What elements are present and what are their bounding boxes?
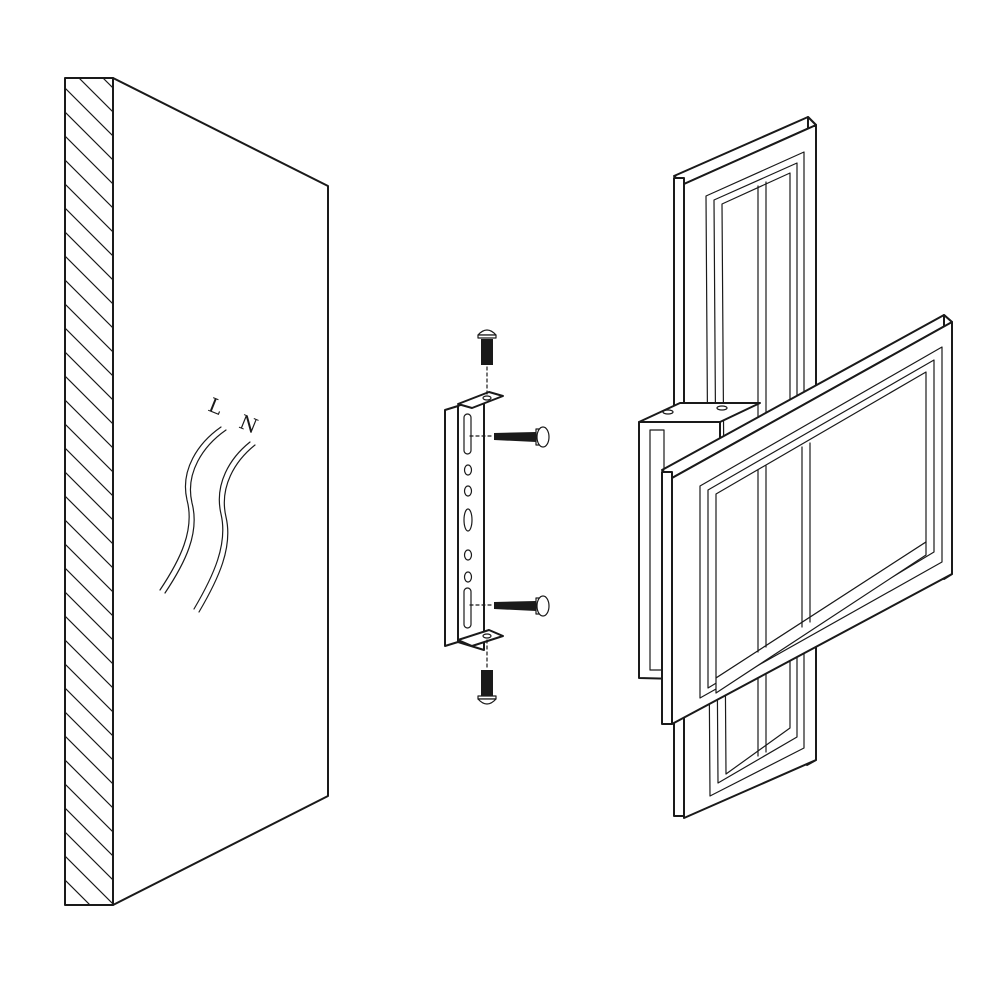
hatch-line [65,111,113,161]
hatch-line [65,495,113,545]
bracket-slot-bottom [463,587,472,629]
hatch-line [65,663,113,713]
hatch-line [65,351,113,401]
hatch-line [65,952,113,1000]
wall-face [112,77,329,906]
hatch-line [65,639,113,689]
bracket-hole [463,571,473,583]
hatch-line [65,783,113,833]
wall-section-hatch [64,77,114,1000]
hatch-line [65,135,113,185]
hatch-line [65,711,113,761]
hatch-line [65,255,113,305]
hatch-line [65,687,113,737]
screw-icon [469,595,550,617]
bracket-top-hole [482,395,492,401]
hatch-line [65,447,113,497]
hatch-line [65,903,113,905]
screw-icon [469,426,550,448]
hatch-line [65,303,113,353]
hatch-line [65,327,113,377]
hatch-line [65,78,113,89]
bracket-slot-top [463,413,472,455]
hatch-line [65,543,113,593]
hatch-line [65,567,113,617]
hatch-line [65,183,113,233]
bracket-center-hole [463,508,473,532]
bracket-hole [463,464,473,476]
hatch-line [65,87,113,137]
hatch-line [65,375,113,425]
wall: L N [64,77,329,1000]
horizontal-panel [661,314,953,725]
hatch-line [65,423,113,473]
bracket-bottom-hole [482,633,492,639]
screw-icon [477,329,497,397]
hatch-line [65,519,113,569]
mounting-bracket [444,391,504,651]
bracket-top-flange [457,391,504,409]
hatch-line [65,159,113,209]
bracket-edge [444,405,459,647]
mains-wires [159,426,256,613]
hatch-line [65,279,113,329]
hatch-line [65,78,113,113]
lamp-icon [638,116,953,819]
bracket-bottom-flange [457,629,504,647]
hatch-line [65,735,113,785]
hatch-line [65,399,113,449]
hatch-line [65,759,113,809]
screw-icon [477,639,497,705]
hatch-line [65,807,113,857]
hatch-line [65,471,113,521]
hatch-line [65,615,113,665]
bracket-hole [463,485,473,497]
hatch-line [65,928,113,976]
hatch-line [65,831,113,881]
hatch-line [65,591,113,641]
hatch-line [65,231,113,281]
hatch-line [65,855,113,905]
bracket-hole [463,549,473,561]
hatch-line [65,207,113,257]
